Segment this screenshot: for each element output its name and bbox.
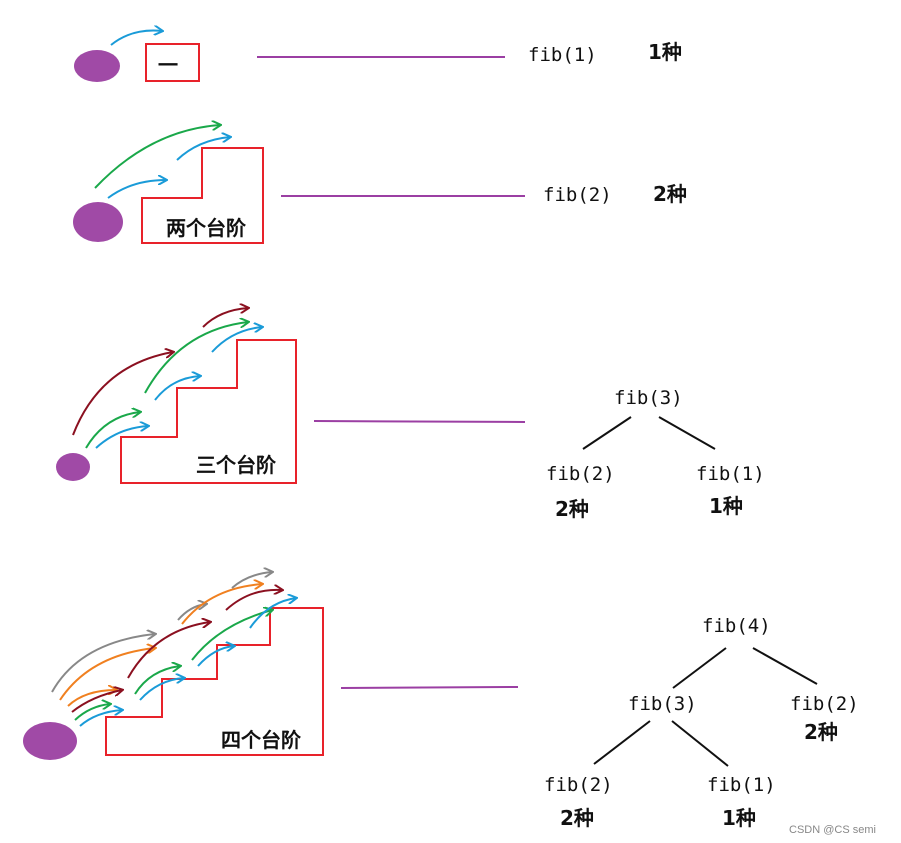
tree-right: fib(1) — [696, 463, 765, 485]
tree-leaf-right: fib(1) — [707, 774, 776, 796]
connector-line — [340, 686, 519, 689]
tree-right-ways: 1种 — [709, 494, 743, 518]
arrow-blue — [79, 710, 122, 727]
arrow-green — [85, 412, 140, 449]
row-4: 四个台阶 fib(4) fib(3) fib(2) 2种 fib(2) 2种 f… — [23, 572, 859, 830]
fib-label: fib(1) — [528, 44, 597, 66]
tree-root: fib(4) — [702, 615, 771, 637]
stair-three — [120, 339, 297, 484]
stair-label: 一 — [158, 53, 178, 77]
watermark: CSDN @CS semi — [789, 824, 876, 836]
tree-leaf-left-ways: 2种 — [560, 806, 594, 830]
tree-edge — [658, 416, 716, 450]
tree-left-ways: 2种 — [555, 497, 589, 521]
arrow-gray — [231, 572, 272, 589]
arrow-blue — [95, 426, 148, 449]
arrow-green — [74, 704, 110, 721]
tree-mid: fib(3) — [628, 693, 697, 715]
stair-label: 两个台阶 — [166, 216, 247, 240]
stair-label: 三个台阶 — [196, 453, 277, 477]
tree-edge — [752, 647, 818, 685]
ball — [74, 50, 120, 82]
tree-mid-right-ways: 2种 — [804, 720, 838, 744]
arrow-darkred — [72, 352, 173, 436]
arrow-blue — [211, 327, 262, 353]
arrow-darkred — [127, 622, 210, 679]
stair-one — [145, 43, 200, 82]
arrow-orange — [59, 648, 155, 701]
arrow-blue — [139, 678, 184, 701]
tree-edge — [582, 416, 632, 450]
row-1: 一 fib(1) 1种 — [74, 31, 682, 82]
fib-label: fib(2) — [543, 184, 612, 206]
tree-edge — [671, 720, 729, 767]
tree-mid-right: fib(2) — [790, 693, 859, 715]
arrow-blue — [154, 376, 200, 401]
arrow-orange — [67, 690, 116, 707]
ways-label: 1种 — [648, 40, 682, 64]
row-3: 三个台阶 fib(3) fib(2) 2种 fib(1) 1种 — [56, 308, 765, 521]
arrow-blue — [197, 646, 234, 667]
ball — [56, 453, 90, 481]
stair-two — [141, 147, 264, 244]
arrow-green — [144, 322, 248, 394]
ways-label: 2种 — [653, 182, 687, 206]
tree-edge — [672, 647, 727, 689]
connector-line — [313, 420, 526, 423]
arrow-green — [94, 125, 220, 189]
ball — [73, 202, 123, 242]
stair-four — [105, 607, 324, 756]
row-2: 两个台阶 fib(2) 2种 — [73, 125, 687, 244]
arrow-green — [191, 610, 272, 661]
stair-label: 四个台阶 — [221, 728, 302, 752]
tree-edge — [593, 720, 651, 765]
tree-left: fib(2) — [546, 463, 615, 485]
arrow-blue — [176, 137, 230, 161]
arrow-darkred — [71, 690, 122, 713]
tree-leaf-right-ways: 1种 — [722, 806, 756, 830]
arrow-darkred — [225, 590, 282, 611]
tree-leaf-left: fib(2) — [544, 774, 613, 796]
arrow-blue — [110, 31, 162, 46]
arrow-gray — [51, 634, 155, 693]
arrow-orange — [181, 584, 262, 625]
arrow-darkred — [202, 308, 248, 328]
tree-root: fib(3) — [614, 387, 683, 409]
ball — [23, 722, 77, 760]
arrow-green — [134, 666, 180, 695]
arrow-blue — [107, 180, 166, 199]
arrow-blue — [249, 598, 296, 629]
